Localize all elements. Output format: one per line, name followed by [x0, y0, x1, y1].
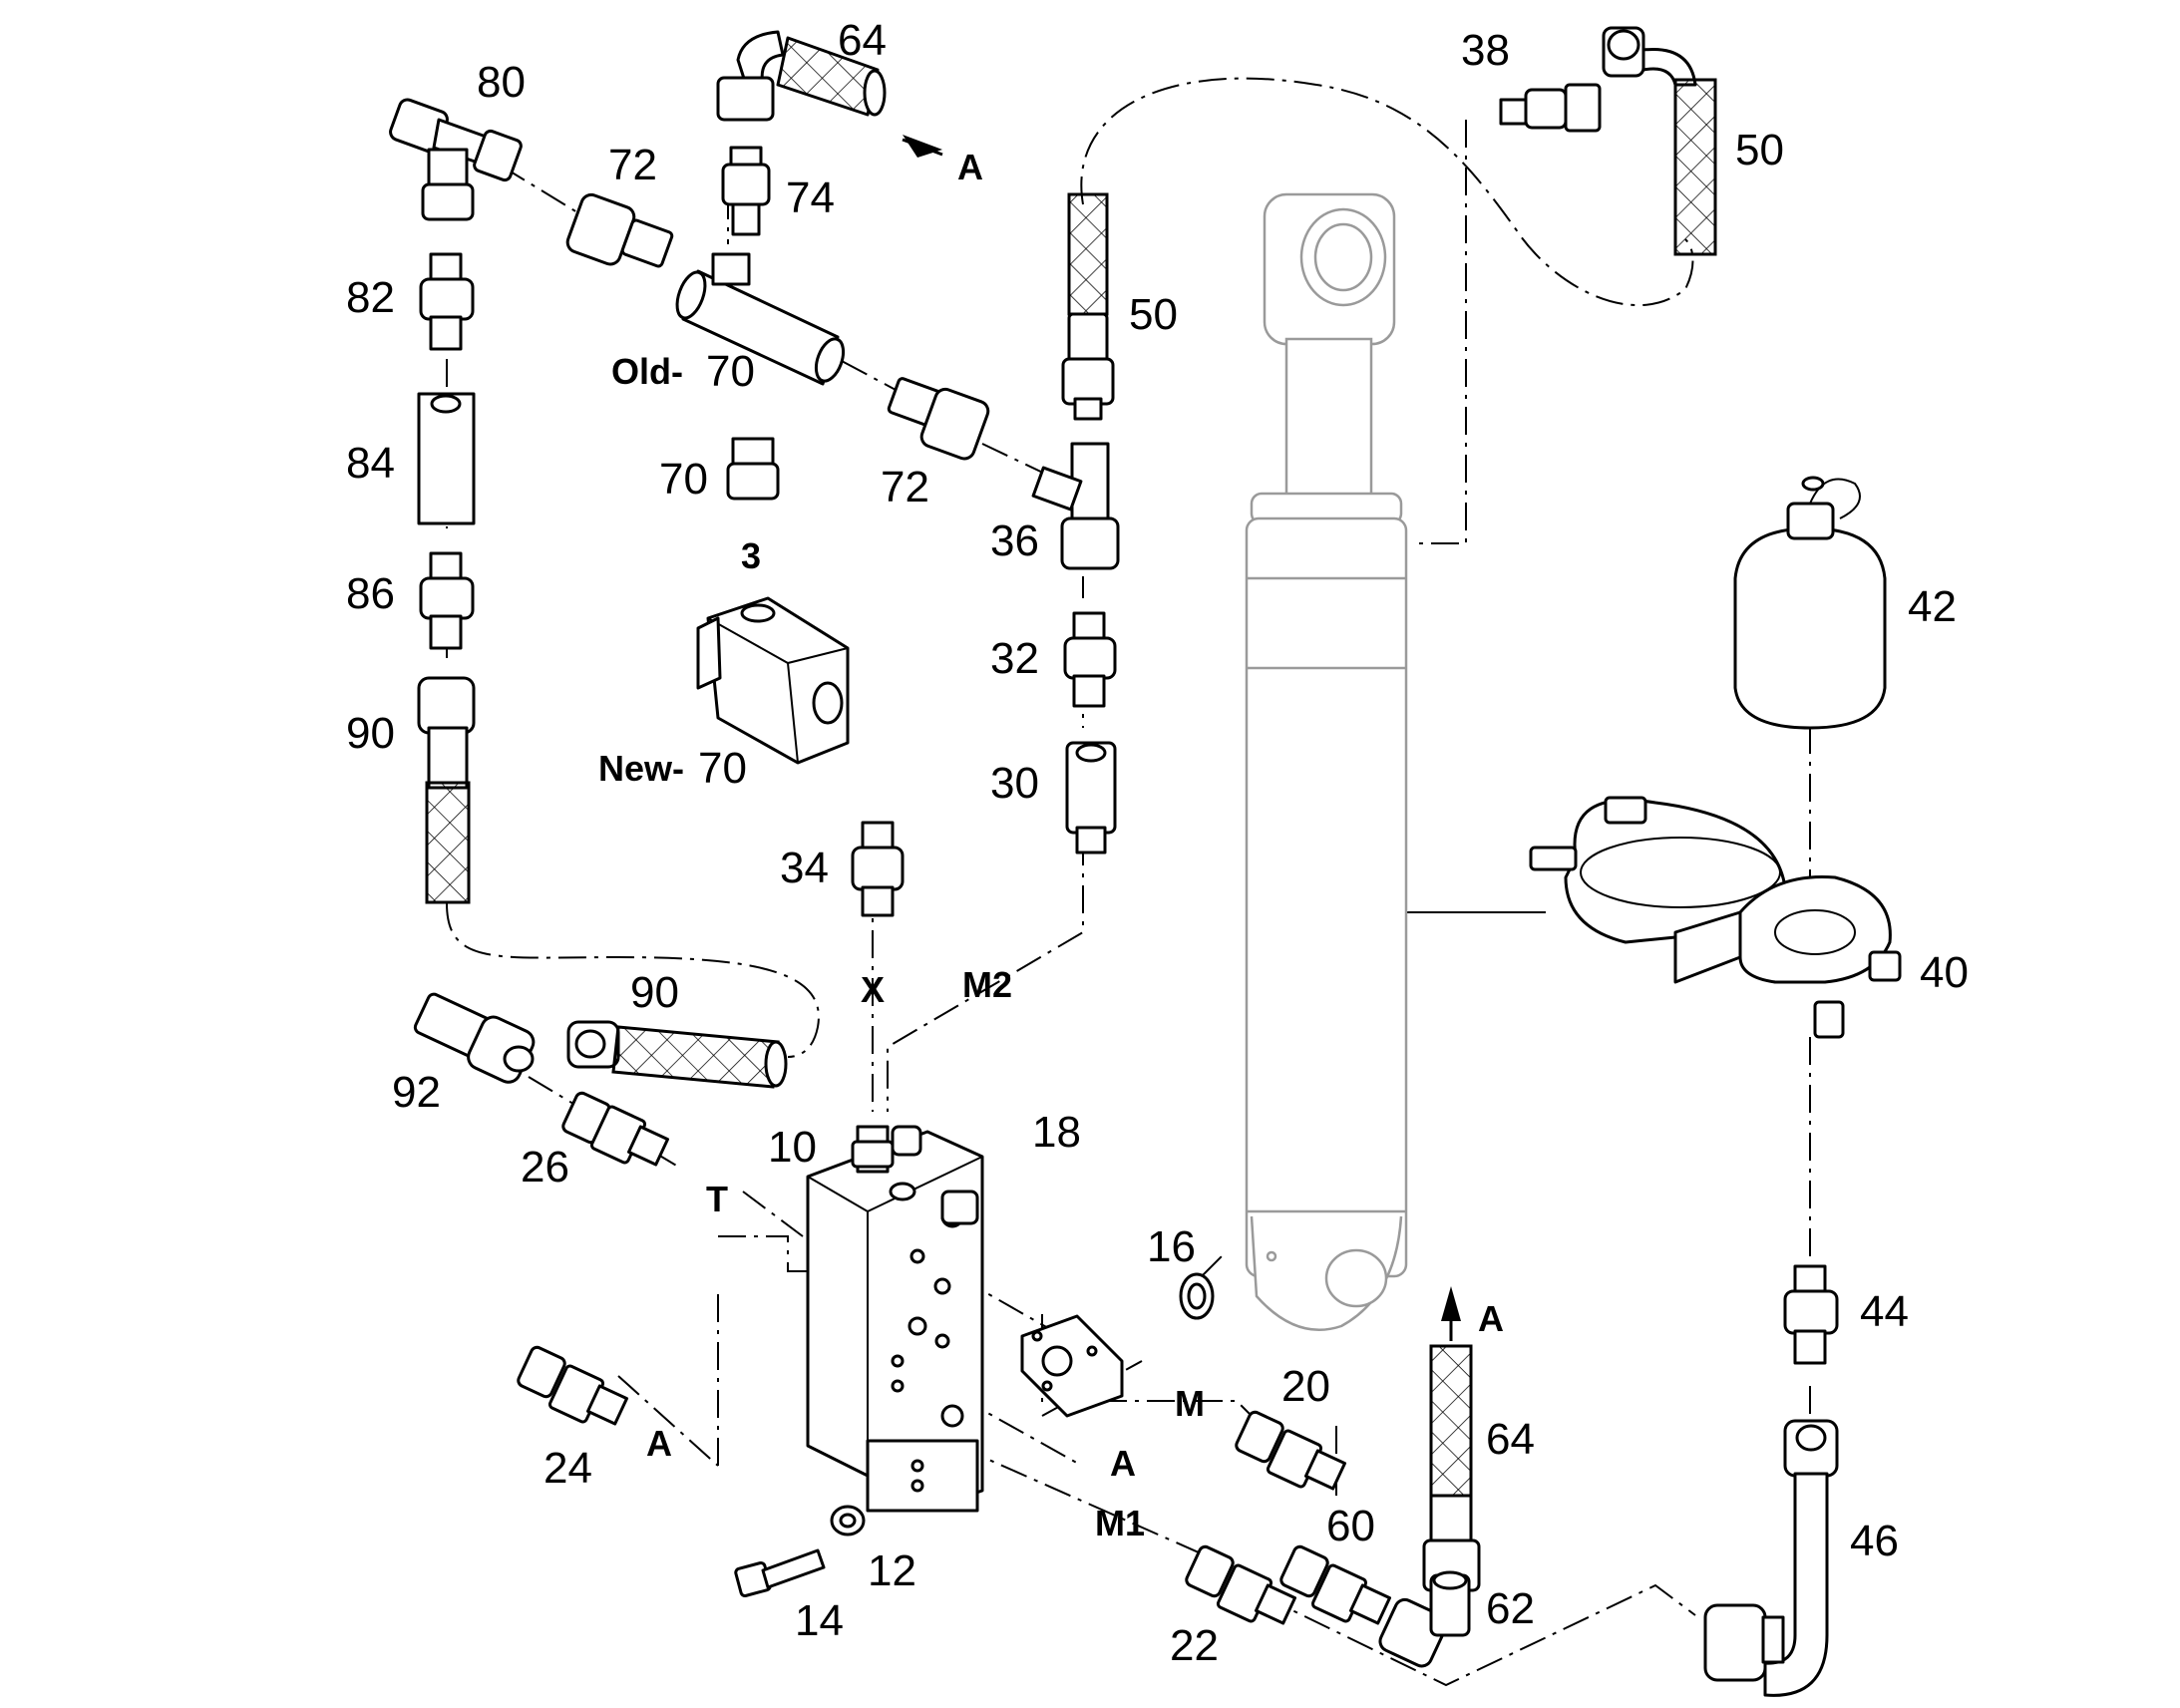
callout-14: 14 — [795, 1596, 844, 1645]
fitting-24 — [517, 1345, 629, 1426]
callout-30: 30 — [990, 759, 1039, 808]
port-label-x: X — [861, 969, 885, 1010]
hose-50-top-right — [1602, 26, 1717, 256]
callout-44: 44 — [1860, 1287, 1909, 1336]
port-label-t: T — [706, 1179, 728, 1219]
fitting-22 — [1185, 1544, 1297, 1625]
callout-74: 74 — [786, 173, 835, 222]
fitting-20 — [1235, 1410, 1347, 1491]
port-label-a-top: A — [957, 147, 983, 187]
pipe-46 — [1703, 1419, 1839, 1697]
port-label-a-mid: A — [1110, 1443, 1136, 1484]
washer-12 — [830, 1505, 866, 1537]
hose-90-left — [417, 676, 476, 904]
fitting-72-top — [565, 192, 674, 268]
callout-80: 80 — [477, 58, 526, 107]
callout-18: 18 — [1032, 1108, 1081, 1157]
fitting-38 — [1499, 83, 1602, 133]
callout-3: 3 — [741, 535, 761, 576]
callout-90-bottom: 90 — [630, 968, 679, 1017]
hose-50-middle — [1061, 192, 1115, 421]
seal-16 — [1179, 1272, 1215, 1320]
arrow-a-top — [902, 135, 943, 158]
hydraulic-cylinder — [1245, 192, 1408, 1331]
callout-62: 62 — [1486, 1584, 1535, 1633]
valve-70-old — [675, 252, 846, 386]
callout-12: 12 — [868, 1546, 916, 1595]
fitting-82 — [419, 252, 475, 351]
callout-92: 92 — [392, 1068, 441, 1117]
callout-26: 26 — [521, 1143, 569, 1192]
hose-64-top — [716, 30, 887, 122]
valve-block-new-70 — [696, 596, 850, 765]
fitting-34 — [851, 821, 905, 917]
fitting-30 — [1065, 741, 1117, 854]
callout-22: 22 — [1170, 1621, 1219, 1670]
callout-16: 16 — [1147, 1222, 1196, 1271]
callout-42: 42 — [1908, 582, 1957, 631]
callout-82: 82 — [346, 273, 395, 322]
callout-50-middle: 50 — [1129, 290, 1178, 339]
port-label-m1: M1 — [1095, 1503, 1145, 1543]
port-label-a-right: A — [1478, 1298, 1504, 1339]
callout-10: 10 — [768, 1123, 817, 1172]
port-label-m: M — [1175, 1383, 1205, 1424]
callout-64-bottom: 64 — [1486, 1415, 1535, 1464]
new-prefix-label: New- — [598, 748, 684, 789]
tee-36 — [1031, 442, 1120, 570]
accumulator-42 — [1733, 476, 1887, 730]
callout-32: 32 — [990, 634, 1039, 683]
fitting-86 — [419, 551, 475, 650]
variant-labels: Old- New- — [598, 351, 684, 789]
callout-50-top-right: 50 — [1735, 126, 1784, 174]
callout-40: 40 — [1920, 948, 1969, 997]
fitting-70-new — [726, 437, 780, 501]
callout-60: 60 — [1326, 1502, 1375, 1550]
fitting-60 — [1279, 1544, 1392, 1625]
port-labels: A A X M2 T M A A M1 — [646, 147, 1504, 1543]
callout-38: 38 — [1461, 26, 1510, 75]
callout-20: 20 — [1281, 1362, 1330, 1411]
callout-72-right: 72 — [881, 463, 929, 512]
plate-18 — [1020, 1314, 1124, 1418]
fitting-26 — [561, 1091, 670, 1167]
hose-90-bottom — [566, 1020, 788, 1089]
arrow-a-right — [1441, 1286, 1461, 1341]
callout-labels: 80 64 38 50 72 74 82 50 70 84 70 72 36 3… — [346, 16, 1969, 1670]
callout-84: 84 — [346, 439, 395, 488]
port-label-m2: M2 — [962, 964, 1012, 1005]
port-label-a-left: A — [646, 1423, 672, 1464]
fitting-72-right — [887, 377, 990, 461]
callout-24: 24 — [544, 1444, 592, 1493]
coupling-84 — [417, 392, 476, 525]
callout-70-fitting: 70 — [659, 455, 708, 504]
old-prefix-label: Old- — [611, 351, 683, 392]
callout-86: 86 — [346, 569, 395, 618]
fitting-74 — [721, 146, 771, 236]
valve-body-10 — [806, 1125, 984, 1513]
callout-36: 36 — [990, 516, 1039, 565]
clamp-40 — [1529, 796, 1902, 1039]
fitting-44 — [1783, 1264, 1839, 1365]
callout-46: 46 — [1850, 1517, 1899, 1565]
callout-70-old: 70 — [706, 347, 755, 396]
hose-64-bottom — [1422, 1344, 1481, 1592]
callout-34: 34 — [780, 844, 829, 892]
callout-90-left: 90 — [346, 709, 395, 758]
fitting-32 — [1063, 611, 1117, 708]
callout-64-top: 64 — [838, 16, 887, 65]
fitting-92 — [413, 992, 536, 1084]
bolt-14 — [734, 1548, 826, 1598]
elbow-62 — [1378, 1570, 1471, 1668]
tee-80 — [389, 98, 523, 221]
callout-70-new: 70 — [698, 744, 747, 793]
callout-72-top: 72 — [608, 141, 657, 189]
